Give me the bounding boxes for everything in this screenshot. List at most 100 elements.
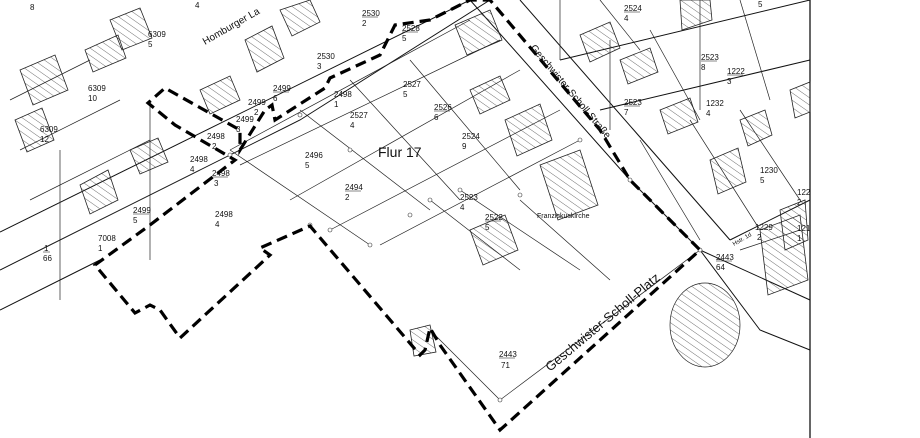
svg-text:3: 3 (317, 62, 322, 71)
svg-text:2494: 2494 (345, 183, 363, 192)
svg-text:3: 3 (236, 125, 241, 134)
svg-text:2: 2 (212, 142, 217, 151)
svg-text:2527: 2527 (350, 111, 368, 120)
svg-text:8: 8 (701, 63, 706, 72)
svg-text:2498: 2498 (212, 169, 230, 178)
corner-label-top-left: 8 (30, 3, 35, 12)
svg-text:2: 2 (757, 233, 762, 242)
svg-text:5: 5 (148, 40, 153, 49)
svg-text:2522: 2522 (485, 213, 503, 222)
svg-text:5: 5 (403, 90, 408, 99)
svg-text:2526: 2526 (434, 103, 452, 112)
svg-text:2496: 2496 (305, 151, 323, 160)
flur-label: Flur 17 (378, 144, 422, 160)
svg-text:1229: 1229 (755, 223, 773, 232)
svg-text:1: 1 (797, 234, 802, 243)
svg-text:6309: 6309 (88, 84, 106, 93)
svg-text:4: 4 (215, 220, 220, 229)
svg-text:1: 1 (334, 100, 339, 109)
svg-text:2: 2 (362, 19, 367, 28)
svg-text:7008: 7008 (98, 234, 116, 243)
corner-label-top-mid: 4 (195, 1, 200, 10)
svg-text:66: 66 (43, 254, 52, 263)
small-label: Hstr. 1d (732, 232, 753, 248)
svg-text:1: 1 (44, 244, 49, 253)
svg-text:10: 10 (88, 94, 97, 103)
svg-text:2498: 2498 (207, 132, 225, 141)
svg-text:2523: 2523 (624, 98, 642, 107)
svg-text:121: 121 (797, 224, 811, 233)
svg-text:5: 5 (133, 216, 138, 225)
svg-text:5: 5 (305, 161, 310, 170)
svg-text:2523: 2523 (460, 193, 478, 202)
svg-text:2524: 2524 (624, 4, 642, 13)
svg-text:2498: 2498 (190, 155, 208, 164)
svg-text:5: 5 (760, 176, 765, 185)
svg-text:2528: 2528 (402, 24, 420, 33)
svg-text:2499: 2499 (248, 98, 266, 107)
buildings (14, 0, 811, 357)
svg-text:3: 3 (727, 77, 732, 86)
tree-symbol (669, 282, 741, 368)
svg-text:2: 2 (797, 198, 802, 207)
svg-text:2498: 2498 (334, 90, 352, 99)
svg-text:5: 5 (485, 223, 490, 232)
svg-text:4: 4 (190, 165, 195, 174)
svg-text:1232: 1232 (706, 99, 724, 108)
svg-text:4: 4 (706, 109, 711, 118)
flur-boundary (92, 0, 703, 433)
svg-text:122: 122 (797, 188, 811, 197)
svg-text:12: 12 (40, 135, 49, 144)
svg-text:2527: 2527 (403, 80, 421, 89)
svg-text:2524: 2524 (462, 132, 480, 141)
svg-text:2499: 2499 (236, 115, 254, 124)
svg-text:4: 4 (350, 121, 355, 130)
svg-text:1230: 1230 (760, 166, 778, 175)
svg-text:2: 2 (254, 108, 259, 117)
survey-nodes (227, 112, 703, 403)
corner-label-top-right: 5 (758, 0, 763, 9)
svg-text:2530: 2530 (317, 52, 335, 61)
svg-text:3: 3 (214, 179, 219, 188)
svg-text:6309: 6309 (148, 30, 166, 39)
church-label: Franziskuskirche (537, 213, 590, 220)
svg-text:4: 4 (624, 14, 629, 23)
svg-text:2498: 2498 (215, 210, 233, 219)
svg-text:64: 64 (716, 263, 725, 272)
svg-text:2530: 2530 (362, 9, 380, 18)
street-name-scholl-platz: Geschwister-Scholl-Platz (542, 270, 662, 374)
svg-text:2499: 2499 (273, 84, 291, 93)
svg-text:2523: 2523 (701, 53, 719, 62)
svg-text:6: 6 (273, 94, 278, 103)
parcel-label: 1222 (797, 188, 811, 207)
